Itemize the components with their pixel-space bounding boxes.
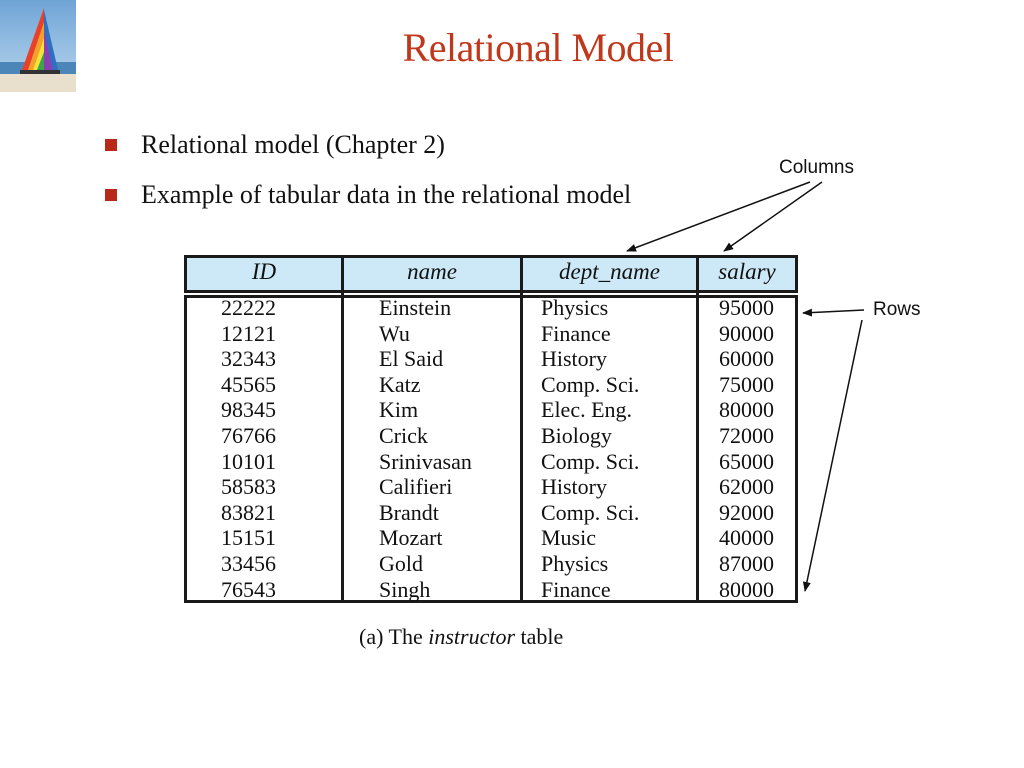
table-cell: 22222 — [221, 295, 276, 320]
table-cell: 45565 — [221, 371, 276, 397]
column-divider — [696, 255, 699, 603]
table-cell: Elec. Eng. — [541, 397, 633, 423]
table-cell: Katz — [379, 371, 421, 397]
bullet-text: Example of tabular data in the relationa… — [141, 180, 632, 209]
table-header-background — [187, 258, 795, 290]
table-body-border — [184, 295, 798, 603]
bullet-text: Relational model (Chapter 2) — [141, 130, 445, 159]
column-header-name: name — [407, 259, 457, 284]
table-cell: Comp. Sci. — [541, 448, 640, 474]
rows-arrow — [802, 319, 863, 592]
table-cell: 92000 — [719, 499, 774, 525]
column-header-dept-name: dept_name — [559, 259, 660, 284]
table-cell: Mozart — [379, 525, 443, 551]
table-cell: 60000 — [719, 346, 774, 372]
table-cell: 10101 — [221, 448, 276, 474]
table-cell: 72000 — [719, 423, 774, 448]
table-cell: Kim — [379, 397, 419, 423]
table-cell: 98345 — [221, 397, 276, 423]
bullet-item: Relational model (Chapter 2) — [105, 130, 445, 160]
table-cell: 65000 — [719, 448, 774, 474]
table-cell: 75000 — [719, 371, 774, 397]
table-cell: Brandt — [379, 499, 439, 525]
column-divider — [341, 255, 344, 603]
bullet-square-icon — [105, 189, 117, 201]
table-cell: Wu — [379, 320, 410, 346]
columns-callout: Columns — [779, 157, 854, 178]
table-cell: Gold — [379, 551, 423, 576]
rows-arrow — [802, 308, 865, 317]
table-cell: History — [541, 346, 607, 372]
table-cell: Finance — [541, 320, 611, 346]
table-cell: 87000 — [719, 551, 774, 576]
table-cell: Srinivasan — [379, 448, 472, 474]
table-cell: 32343 — [221, 346, 276, 372]
table-cell: 62000 — [719, 474, 774, 500]
table-cell: Finance — [541, 576, 611, 602]
table-cell: 76766 — [221, 423, 276, 448]
table-cell: 58583 — [221, 474, 276, 500]
caption-prefix: (a) The — [359, 624, 423, 649]
table-cell: 83821 — [221, 499, 276, 525]
caption-italic: instructor — [428, 624, 516, 649]
table-cell: Comp. Sci. — [541, 499, 640, 525]
table-cell: Physics — [541, 295, 609, 320]
slide-title: Relational Model — [402, 25, 674, 70]
table-cell: 40000 — [719, 525, 774, 551]
table-cell: Music — [541, 525, 596, 551]
bullet-item: Example of tabular data in the relationa… — [105, 180, 631, 210]
table-cell: Califieri — [379, 474, 453, 500]
column-header-id: ID — [251, 259, 277, 284]
table-cell: Comp. Sci. — [541, 371, 640, 397]
table-cell: 80000 — [719, 397, 774, 423]
caption-suffix: table — [520, 624, 564, 649]
table-cell: 95000 — [719, 295, 774, 320]
table-cell: 80000 — [719, 576, 774, 602]
table-cell: 33456 — [221, 551, 276, 576]
sailboat-logo — [0, 0, 76, 92]
table-cell: Einstein — [379, 295, 452, 320]
table-cell: 12121 — [221, 320, 276, 346]
table-caption: (a) The instructor table — [359, 624, 563, 650]
column-divider — [520, 255, 523, 603]
columns-arrow — [723, 181, 823, 252]
table-cell: 76543 — [221, 576, 276, 602]
table-cell: History — [541, 474, 607, 500]
table-cell: 90000 — [719, 320, 774, 346]
table-cell: 15151 — [221, 525, 276, 551]
table-cell: Physics — [541, 551, 609, 576]
column-header-salary: salary — [718, 259, 776, 284]
table-cell: El Said — [379, 346, 444, 372]
table-cell: Crick — [379, 423, 428, 448]
rows-callout: Rows — [873, 299, 921, 320]
columns-arrow — [626, 181, 811, 252]
table-header-border — [184, 255, 798, 293]
table-cell: Singh — [379, 576, 431, 602]
table-cell: Biology — [541, 423, 612, 448]
bullet-square-icon — [105, 139, 117, 151]
